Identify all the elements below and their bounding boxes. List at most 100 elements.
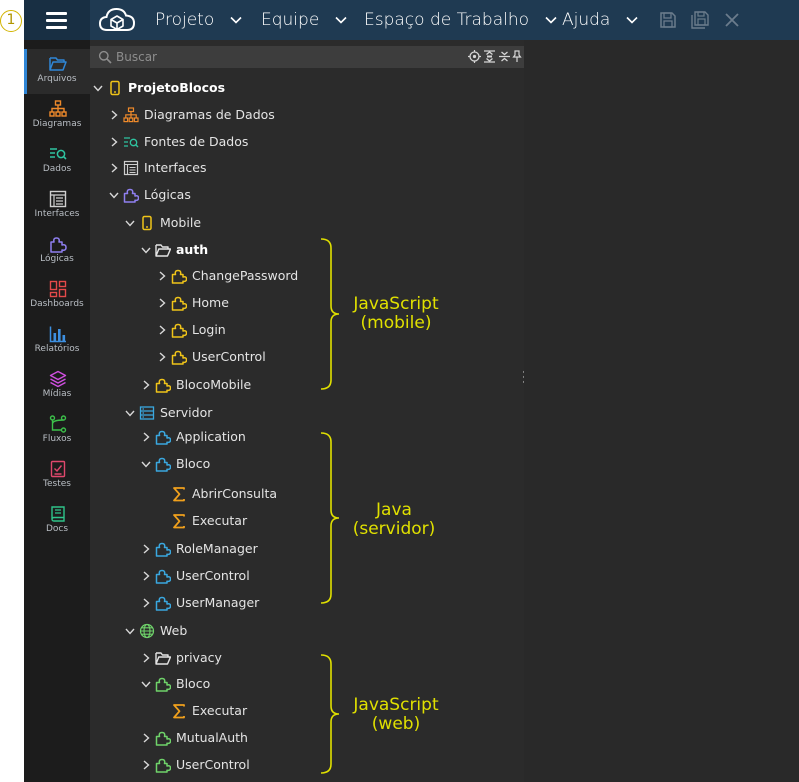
chevron-down-icon[interactable] [141, 679, 151, 689]
chevron-right-icon[interactable] [141, 432, 151, 442]
menu-projeto[interactable]: Projeto [155, 0, 242, 40]
sidebar-item-interfaces[interactable]: Interfaces [24, 184, 90, 229]
tree-item[interactable]: UserManager [90, 592, 524, 614]
chevron-right-icon[interactable] [141, 760, 151, 770]
sidebar-item-relatorios[interactable]: Relatórios [24, 319, 90, 364]
menu-equipe-label: Equipe [261, 10, 320, 30]
chevron-right-icon[interactable] [109, 137, 119, 147]
tree-item[interactable]: Login [90, 319, 524, 341]
annotation-web-line2: (web) [371, 714, 421, 734]
cloud-logo-icon[interactable] [98, 5, 136, 35]
tree-item[interactable]: UserControl [90, 565, 524, 587]
tree-item-label: Interfaces [144, 160, 207, 175]
sidebar-item-label: Relatórios [34, 344, 80, 354]
search-input[interactable] [116, 46, 436, 68]
hamburger-line [46, 12, 67, 15]
tree-item[interactable]: Bloco [90, 453, 524, 475]
chevron-down-icon[interactable] [141, 245, 151, 255]
chevron-right-icon[interactable] [157, 298, 167, 308]
chevron-down-icon[interactable] [93, 83, 103, 93]
close-icon[interactable] [723, 11, 741, 29]
data-search-icon [50, 148, 67, 160]
puzzle-icon [155, 457, 171, 472]
sidebar-item-label: Dashboards [30, 299, 84, 309]
sidebar-item-label: Mídias [42, 389, 72, 399]
collapse-all-icon[interactable] [498, 50, 511, 63]
sidebar-item-logicas[interactable]: Lógicas [24, 229, 90, 274]
tree-item[interactable]: Lógicas [90, 184, 524, 206]
chevron-right-icon[interactable] [141, 544, 151, 554]
tree-item[interactable]: RoleManager [90, 538, 524, 560]
chevron-right-icon[interactable] [141, 380, 151, 390]
puzzle-icon [171, 323, 187, 338]
tree-item[interactable]: Home [90, 292, 524, 314]
chevron-down-icon[interactable] [125, 408, 135, 418]
sidebar-item-midias[interactable]: Mídias [24, 364, 90, 409]
tree-item-label: Bloco [176, 676, 211, 691]
chevron-right-icon[interactable] [141, 571, 151, 581]
chevron-down-icon[interactable] [109, 190, 119, 200]
chevron-right-icon[interactable] [109, 163, 119, 173]
tree-item[interactable]: AbrirConsulta [90, 483, 524, 505]
tree-item[interactable]: ProjetoBlocos [90, 77, 524, 99]
server-icon [139, 406, 155, 420]
tree-item-label: Mobile [160, 215, 202, 230]
sidebar-item-testes[interactable]: Testes [24, 454, 90, 499]
chevron-down-icon[interactable] [125, 626, 135, 636]
tree-item[interactable]: auth [90, 239, 524, 261]
hamburger-menu-button[interactable] [24, 0, 90, 40]
save-icon[interactable] [659, 11, 677, 29]
puzzle-icon [155, 731, 171, 746]
tree-item[interactable]: Servidor [90, 402, 524, 424]
annotation-mobile-line1: JavaScript [353, 294, 439, 314]
tree-item[interactable]: Executar [90, 510, 524, 532]
tree-item[interactable]: Diagramas de Dados [90, 104, 524, 126]
chevron-down-icon[interactable] [141, 459, 151, 469]
tree-item-label: Application [176, 429, 246, 444]
sidebar-item-fluxos[interactable]: Fluxos [24, 409, 90, 454]
sidebar-item-label: Docs [45, 524, 69, 534]
tree-item[interactable]: Executar [90, 700, 524, 722]
sidebar-item-dados[interactable]: Dados [24, 139, 90, 184]
chevron-right-icon[interactable] [109, 110, 119, 120]
sidebar-item-arquivos[interactable]: Arquivos [24, 49, 90, 94]
sidebar-item-dashboards[interactable]: Dashboards [24, 274, 90, 319]
tree-item[interactable]: Application [90, 426, 524, 448]
locate-icon[interactable] [468, 50, 481, 63]
menu-equipe[interactable]: Equipe [261, 0, 347, 40]
editor-area [524, 40, 799, 782]
tree-item-label: UserControl [176, 568, 250, 583]
chevron-right-icon[interactable] [157, 271, 167, 281]
sidebar-item-label: Lógicas [40, 254, 74, 264]
folder-icon [49, 57, 67, 71]
chevron-right-icon[interactable] [157, 325, 167, 335]
tree-item[interactable]: Fontes de Dados [90, 131, 524, 153]
pin-icon[interactable] [512, 50, 522, 63]
menu-ajuda[interactable]: Ajuda [562, 0, 638, 40]
tree-item[interactable]: Bloco [90, 673, 524, 695]
tree-item[interactable]: ChangePassword [90, 265, 524, 287]
interface-icon [49, 190, 67, 208]
expand-all-icon[interactable] [483, 50, 496, 63]
tree-item[interactable]: UserControl [90, 346, 524, 368]
tree-item[interactable]: Web [90, 620, 524, 642]
tree-item-label: UserManager [176, 595, 260, 610]
chevron-right-icon[interactable] [141, 598, 151, 608]
chevron-right-icon[interactable] [141, 733, 151, 743]
save-all-icon[interactable] [691, 11, 709, 29]
menu-espaco-de-trabalho[interactable]: Espaço de Trabalho [364, 0, 557, 40]
tree-item[interactable]: Mobile [90, 212, 524, 234]
chevron-right-icon[interactable] [141, 653, 151, 663]
tree-item[interactable]: privacy [90, 647, 524, 669]
sidebar-item-diagramas[interactable]: Diagramas [24, 94, 90, 139]
sidebar-item-label: Dados [42, 164, 72, 174]
chevron-right-icon[interactable] [157, 352, 167, 362]
chevron-down-icon[interactable] [125, 218, 135, 228]
tree-item[interactable]: UserControl [90, 754, 524, 776]
tree-item[interactable]: MutualAuth [90, 727, 524, 749]
tree-item-label: Lógicas [144, 187, 191, 202]
sidebar-item-docs[interactable]: Docs [24, 499, 90, 544]
tree-item[interactable]: BlocoMobile [90, 374, 524, 396]
sidebar-item-label: Fluxos [42, 434, 72, 444]
tree-item[interactable]: Interfaces [90, 157, 524, 179]
